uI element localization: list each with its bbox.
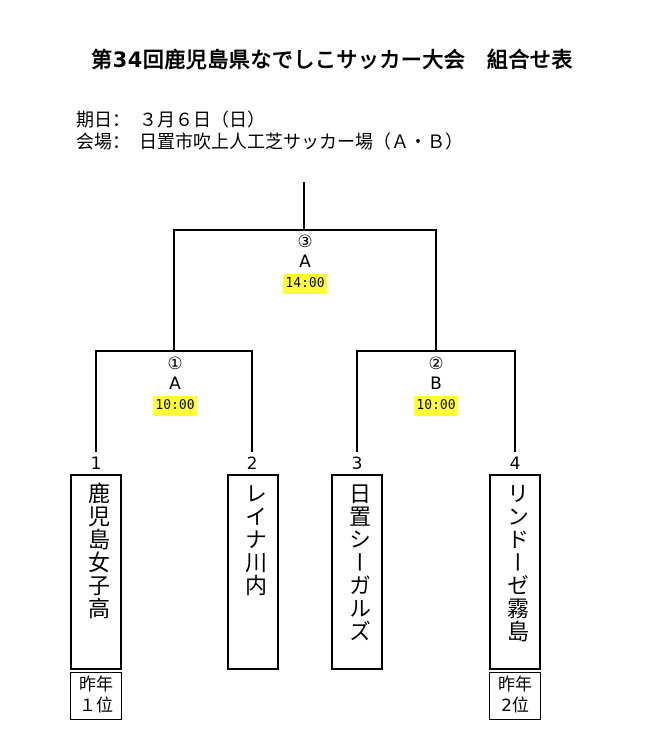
team1-line: [95, 350, 97, 452]
match-final: ③ A 14:00: [270, 232, 340, 294]
semi-right-up-line: [435, 229, 437, 351]
seed-4: 4: [509, 454, 521, 474]
final-stem-line: [303, 182, 305, 230]
note-line: 2位: [501, 696, 529, 716]
team-box-4: リンドーゼ霧島: [489, 474, 541, 670]
final-bar-line: [173, 229, 437, 231]
team-name: 日置シーガルズ: [345, 482, 370, 643]
seed-3: 3: [351, 454, 363, 474]
venue-line: 会場： 日置市吹上人工芝サッカー場（Ａ・Ｂ）: [76, 132, 463, 153]
seed-1: 1: [90, 454, 102, 474]
team-box-1: 鹿児島女子高: [70, 474, 122, 670]
last-year-note-1: 昨年 １位: [70, 672, 122, 720]
note-line: 昨年: [79, 675, 113, 695]
match-time: 10:00: [414, 396, 458, 416]
note-line: １位: [79, 696, 113, 716]
semi-left-bar-line: [95, 350, 253, 352]
team-name: レイナ川内: [241, 482, 266, 597]
match-number: ③: [297, 232, 313, 252]
semi-left-up-line: [173, 229, 175, 351]
note-line: 昨年: [498, 675, 532, 695]
seed-2: 2: [246, 454, 258, 474]
match-number: ②: [428, 354, 444, 374]
team-name: リンドーゼ霧島: [503, 482, 528, 643]
match-time: 10:00: [153, 396, 197, 416]
team4-line: [514, 350, 516, 452]
date-line: 期日： ３月６日（日）: [76, 110, 265, 131]
match-court: A: [169, 374, 181, 394]
team-name: 鹿児島女子高: [84, 482, 109, 620]
match-number: ①: [167, 354, 183, 374]
last-year-note-4: 昨年 2位: [489, 672, 541, 720]
team3-line: [356, 350, 358, 452]
match-time: 14:00: [283, 274, 327, 294]
semi-right-bar-line: [356, 350, 516, 352]
team-box-3: 日置シーガルズ: [331, 474, 383, 670]
match-semi-left: ① A 10:00: [140, 354, 210, 416]
match-court: A: [299, 252, 311, 272]
page-title: 第34回鹿児島県なでしこサッカー大会 組合せ表: [91, 48, 573, 72]
team-box-2: レイナ川内: [227, 474, 279, 670]
match-court: B: [430, 374, 442, 394]
team2-line: [251, 350, 253, 452]
match-semi-right: ② B 10:00: [401, 354, 471, 416]
